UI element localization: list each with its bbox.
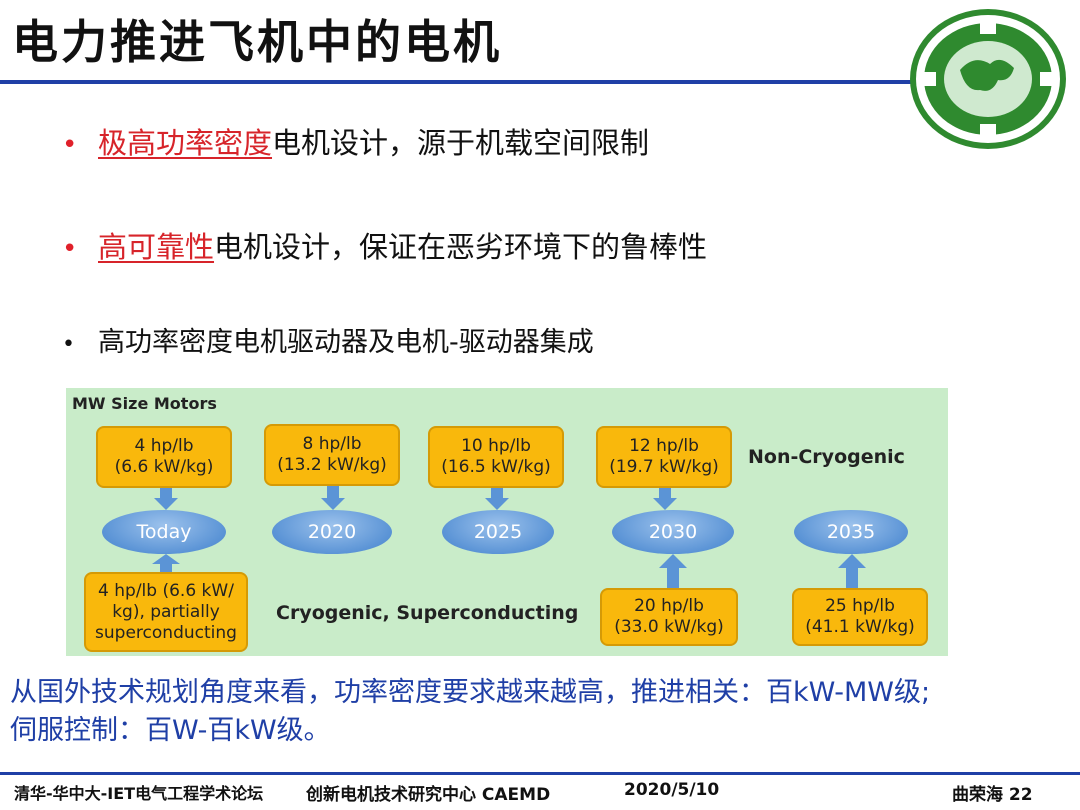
year-oval-2025: 2025 [442,510,554,554]
arrow-down-icon [653,488,677,510]
bullet-text: 电机设计，保证在恶劣环境下的鲁棒性 [214,230,708,264]
arrow-down-icon [321,486,345,510]
bullet-highlight: 极高功率密度 [98,126,273,160]
bullet-text: 电机设计，源于机载空间限制 [272,126,650,160]
box-line: (13.2 kW/kg) [277,455,387,475]
box-line: kg), partially [112,601,220,622]
bullet-power-density: • 极高功率密度电机设计，源于机载空间限制 [62,120,649,162]
top-box-today: 4 hp/lb(6.6 kW/kg) [96,426,232,488]
bottom-box-2035: 25 hp/lb(41.1 kW/kg) [792,588,928,646]
box-line: 12 hp/lb [629,436,699,456]
arrow-up-icon [659,554,687,588]
slide-title: 电力推进飞机中的电机 [12,15,502,69]
box-line: (33.0 kW/kg) [614,617,724,637]
research-center-logo-icon [910,9,1066,149]
year-oval-2020: 2020 [272,510,392,554]
summary-note-line: 伺服控制：百W-百kW级。 [10,715,331,746]
box-line: 10 hp/lb [461,436,531,456]
box-line: 4 hp/lb (6.6 kW/ [98,580,234,601]
bullet-drive-integration: • 高功率密度电机驱动器及电机-驱动器集成 [62,320,594,359]
box-line: 20 hp/lb [634,596,704,616]
box-line: (6.6 kW/kg) [114,457,214,477]
diagram-title: MW Size Motors [72,394,217,413]
bullet-text: 高功率密度电机驱动器及电机-驱动器集成 [98,327,594,358]
year-oval-2035: 2035 [794,510,908,554]
summary-note-line: 从国外技术规划角度来看，功率密度要求越来越高，推进相关：百kW-MW级; [10,677,931,708]
bullet-dot-icon: • [62,130,78,160]
year-oval-2030: 2030 [612,510,734,554]
arrow-down-icon [485,488,509,510]
summary-note: 从国外技术规划角度来看，功率密度要求越来越高，推进相关：百kW-MW级; 伺服控… [10,674,1070,750]
arrow-up-icon [838,554,866,588]
arrow-up-icon [152,554,180,572]
bullet-reliability: • 高可靠性电机设计，保证在恶劣环境下的鲁棒性 [62,224,707,266]
box-line: 4 hp/lb [134,436,194,456]
bullet-dot-icon: • [62,332,75,357]
box-line: (16.5 kW/kg) [441,457,551,477]
cryogenic-label: Cryogenic, Superconducting [276,602,579,624]
motor-roadmap-diagram: MW Size Motors 4 hp/lb(6.6 kW/kg) 8 hp/l… [66,388,948,656]
title-underline [0,80,912,84]
non-cryogenic-label: Non-Cryogenic [748,446,905,468]
top-box-2020: 8 hp/lb(13.2 kW/kg) [264,424,400,486]
footer-date: 2020/5/10 [624,780,720,800]
top-box-2030: 12 hp/lb(19.7 kW/kg) [596,426,732,488]
box-line: (19.7 kW/kg) [609,457,719,477]
box-line: 8 hp/lb [302,434,362,454]
box-line: superconducting [95,622,237,643]
year-oval-today: Today [102,510,226,554]
bullet-highlight: 高可靠性 [98,230,215,264]
box-line: 25 hp/lb [825,596,895,616]
bottom-box-2030: 20 hp/lb(33.0 kW/kg) [600,588,738,646]
footer-center: 创新电机技术研究中心 CAEMD [306,785,551,805]
box-line: (41.1 kW/kg) [805,617,915,637]
bullet-dot-icon: • [62,234,78,264]
footer-author-page: 曲荣海 22 [952,785,1033,805]
footer-rule [0,772,1080,775]
footer-forum: 清华-华中大-IET电气工程学术论坛 [14,784,264,803]
top-box-2025: 10 hp/lb(16.5 kW/kg) [428,426,564,488]
arrow-down-icon [154,488,178,510]
